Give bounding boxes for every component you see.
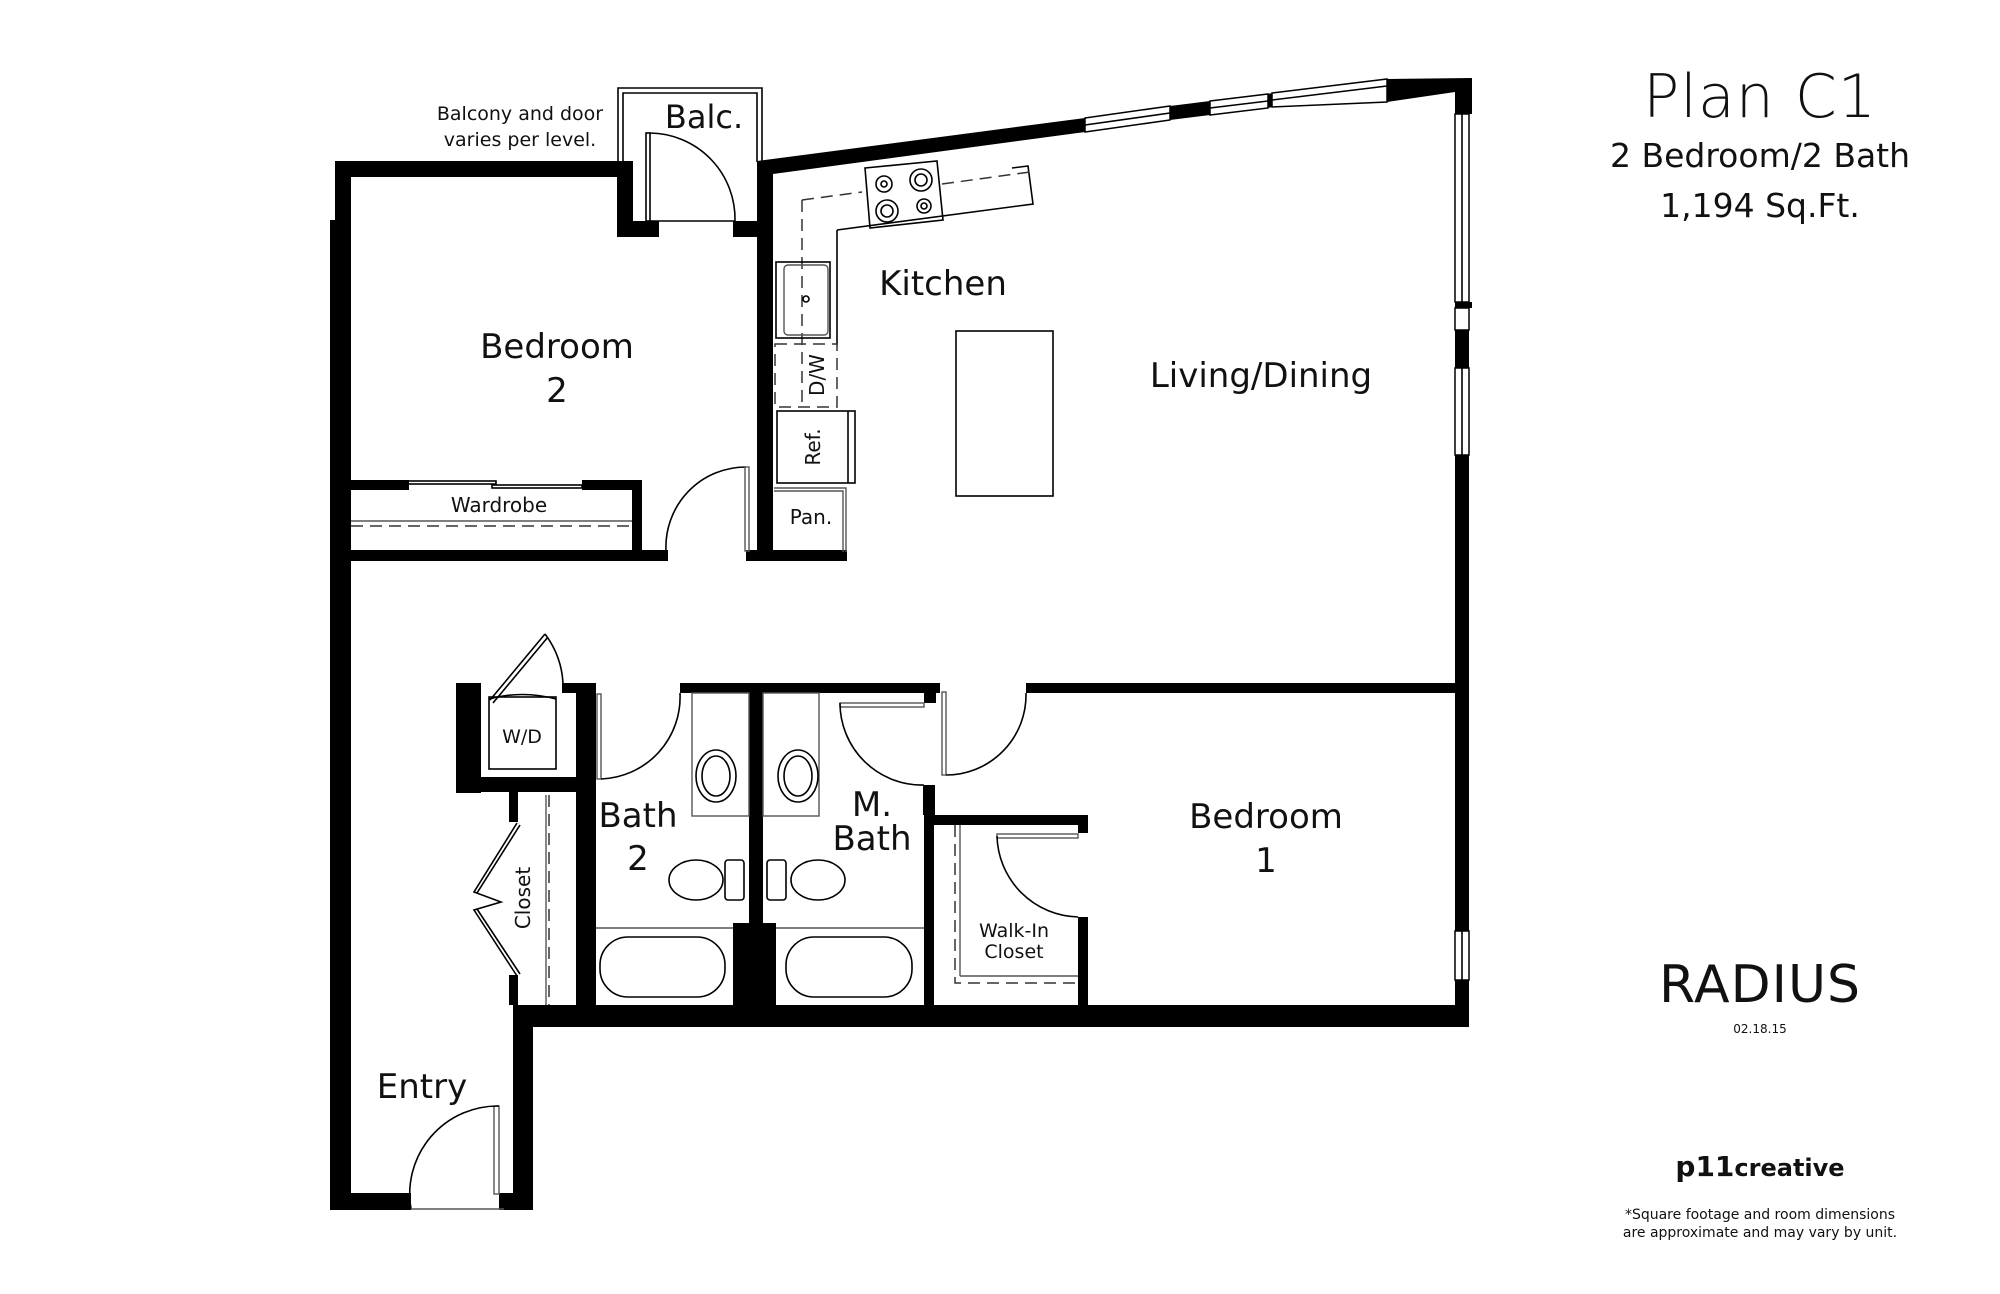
living-dining-label: Living/Dining (1150, 356, 1372, 396)
bedroom-2-label-2: 2 (546, 371, 568, 411)
walk-in-closet-label-2: Closet (984, 941, 1043, 963)
balcony-note-line-1: Balcony and door (437, 103, 603, 125)
pantry-label: Pan. (790, 505, 832, 529)
square-footage: 1,194 Sq.Ft. (1660, 186, 1860, 225)
bedroom-2-label-1: Bedroom (480, 327, 634, 367)
plan-title: Plan C1 (1643, 62, 1877, 132)
bedroom-1-label-1: Bedroom (1189, 797, 1343, 837)
windows (1084, 78, 1470, 981)
master-bath-label-1: M. (852, 785, 892, 825)
unit-type: 2 Bedroom/2 Bath (1609, 136, 1911, 175)
master-bath-label-2: Bath (832, 819, 911, 859)
balcony (617, 87, 763, 222)
kitchen-fixtures (774, 160, 1054, 552)
bath-2-label-1: Bath (598, 796, 677, 836)
balcony-label: Balc. (665, 98, 743, 136)
bedroom-2-fixtures (351, 466, 750, 552)
service-fixtures (408, 633, 1079, 1210)
closet-label: Closet (511, 867, 535, 929)
bath-2-label-2: 2 (627, 839, 649, 879)
logo-prefix: p11 (1675, 1150, 1735, 1183)
brand-name: RADIUS (1658, 955, 1862, 1015)
dishwasher-label: D/W (805, 354, 829, 396)
kitchen-label: Kitchen (879, 264, 1007, 304)
disclaimer-line-1: *Square footage and room dimensions (1624, 1207, 1896, 1223)
bedroom-1-label-2: 1 (1255, 841, 1277, 881)
washer-dryer-label: W/D (502, 726, 542, 748)
walls (330, 78, 1472, 1210)
plan-date: 02.18.15 (1733, 1022, 1787, 1036)
wardrobe-label: Wardrobe (451, 493, 547, 517)
disclaimer-line-2: are approximate and may vary by unit. (1622, 1225, 1898, 1241)
entry-label: Entry (377, 1067, 467, 1107)
walk-in-closet-label-1: Walk-In (979, 920, 1049, 942)
refrigerator-label: Ref. (801, 428, 825, 465)
disclaimer: *Square footage and room dimensions are … (1560, 1206, 1960, 1242)
logo-suffix: creative (1734, 1154, 1845, 1182)
room-labels: Kitchen Living/Dining Bedroom 2 Bedroom … (377, 98, 1372, 1107)
balcony-note-line-2: varies per level. (444, 129, 596, 151)
p11creative-logo: p11creative (1640, 1150, 1880, 1183)
